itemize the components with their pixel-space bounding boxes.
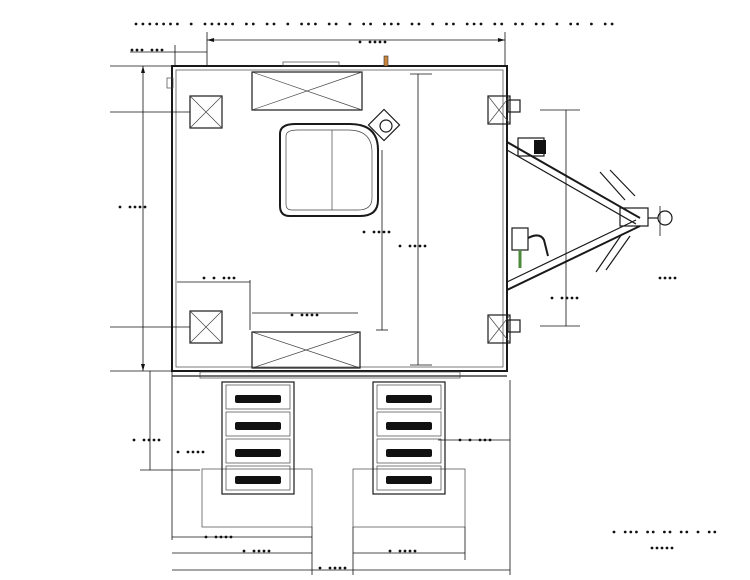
step-set-1 (201, 381, 313, 528)
drawing-note-label (612, 530, 717, 550)
round-vent-icon (367, 108, 401, 142)
trailer-rear-rail (172, 371, 507, 379)
trailer-body-outline (166, 55, 508, 372)
stabilizer-jack-top-right (487, 95, 521, 125)
trailer-tongue-a-frame (506, 137, 673, 291)
interior-length-dimension (398, 73, 432, 366)
stabilizer-jack-bottom-left (189, 310, 223, 344)
step-tread (235, 422, 281, 430)
step-landing-pad (352, 468, 466, 528)
title-dots-label (134, 22, 614, 26)
step-tread (235, 395, 281, 403)
step-tread (386, 422, 432, 430)
step-landing-pad (201, 468, 313, 528)
step-extension-dimension (132, 371, 205, 540)
step-tread (235, 476, 281, 484)
stabilizer-jack-bottom-right (487, 314, 521, 344)
step-tread (386, 449, 432, 457)
roof-hatch-window (279, 123, 379, 217)
ac-unit-bottom (251, 331, 361, 369)
hatch-offset-dimension (362, 150, 391, 331)
overall-length-dimension (110, 65, 190, 372)
step-set-2 (352, 381, 466, 528)
stabilizer-jack-top-left (189, 95, 223, 129)
jack-spacing-dimension (177, 276, 358, 330)
step-tread (235, 449, 281, 457)
offset-dimension-top-left (130, 45, 207, 65)
bottom-width-dimensions (172, 380, 511, 575)
overall-width-dimension (206, 32, 506, 65)
drain-valve-icon (511, 227, 549, 268)
tongue-length-dimension (540, 109, 677, 327)
ac-unit-top (251, 71, 363, 111)
vent-pipe-icon (383, 55, 389, 67)
step-tread (386, 476, 432, 484)
step-tread (386, 395, 432, 403)
